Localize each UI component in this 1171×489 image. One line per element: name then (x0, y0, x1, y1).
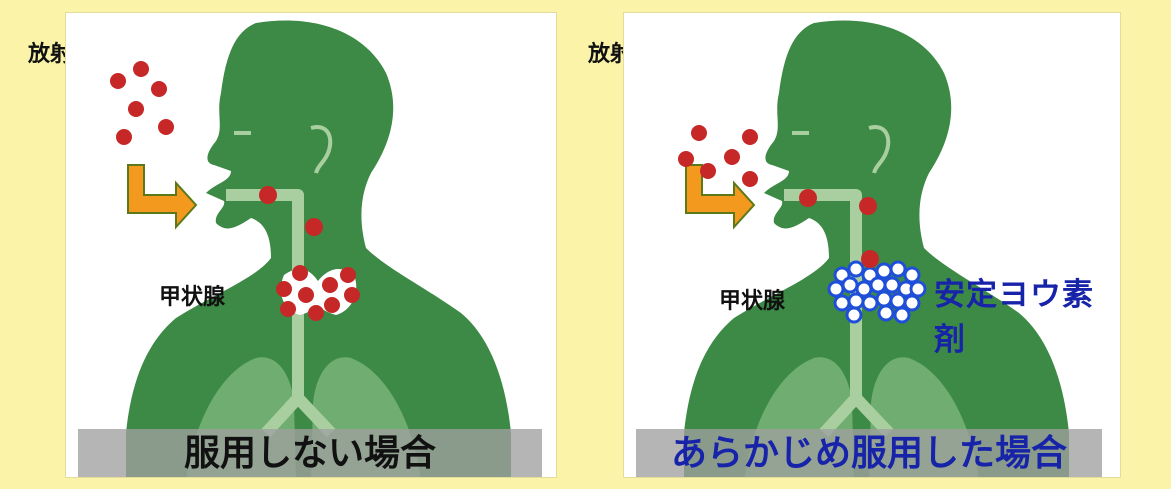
stable-dot (889, 260, 907, 278)
radioactive-iodine-dots (678, 125, 879, 268)
iodine-dot (276, 281, 292, 297)
stable-dot (847, 260, 865, 278)
iodine-dot (158, 119, 174, 135)
iodine-dot (128, 101, 144, 117)
caption-without-dose: 服用しない場合 (78, 429, 542, 477)
iodine-dot (151, 81, 167, 97)
caption-with-dose: あらかじめ服用した場合 (636, 429, 1102, 477)
ear-icon (868, 125, 891, 174)
iodine-dot (133, 61, 149, 77)
stable-dot (841, 276, 859, 294)
iodine-dot (344, 287, 360, 303)
human-silhouette (126, 20, 511, 477)
thyroid-label: 甲状腺 (719, 289, 786, 314)
stable-dot (893, 306, 911, 324)
stable-dot (845, 306, 863, 324)
iodine-dot (259, 186, 277, 204)
stable-dot (827, 280, 845, 298)
stable-dot (909, 280, 927, 298)
body-diagram-left (110, 20, 511, 477)
iodine-dot (859, 197, 877, 215)
stable-dot (903, 294, 921, 312)
stable-dot (889, 292, 907, 310)
iodine-dot (742, 129, 758, 145)
iodine-dot (861, 250, 879, 268)
iodine-dot (324, 297, 340, 313)
iodine-dot (678, 151, 694, 167)
stable-dot (877, 304, 895, 322)
stable-dot (875, 290, 893, 308)
radioactive-iodine-dots (110, 61, 360, 321)
stable-dot (869, 276, 887, 294)
panel-with-dose: 甲状腺 安定ヨウ素剤 あらかじめ服用した場合 (623, 12, 1121, 478)
iodine-dot (305, 218, 323, 236)
iodine-dot (116, 129, 132, 145)
stable-dot (903, 266, 921, 284)
iodine-dot (292, 265, 308, 281)
panel-without-dose: 甲状腺 服用しない場合 (65, 12, 557, 478)
stable-dot (833, 294, 851, 312)
ear-icon (310, 125, 333, 174)
iodine-dot (308, 305, 324, 321)
iodine-dot (110, 73, 126, 89)
iodine-dot (700, 163, 716, 179)
iodine-dot (799, 189, 817, 207)
iodine-dot (340, 267, 356, 283)
iodine-dot (724, 149, 740, 165)
human-silhouette (684, 20, 1069, 477)
body-diagram-right (678, 20, 1069, 477)
stable-iodine-dots (827, 260, 927, 324)
stable-dot (883, 276, 901, 294)
arrow-icon (127, 164, 198, 230)
iodine-dot (298, 287, 314, 303)
stable-dot (861, 294, 879, 312)
thyroid-label: 甲状腺 (159, 285, 226, 310)
arrow-icon (685, 164, 756, 230)
stable-dot (847, 292, 865, 310)
iodine-dot (322, 277, 338, 293)
iodine-dot (742, 171, 758, 187)
iodine-dot (691, 125, 707, 141)
stable-iodine-label: 安定ヨウ素剤 (934, 277, 1094, 358)
iodine-dot (280, 301, 296, 317)
stable-dot (875, 262, 893, 280)
